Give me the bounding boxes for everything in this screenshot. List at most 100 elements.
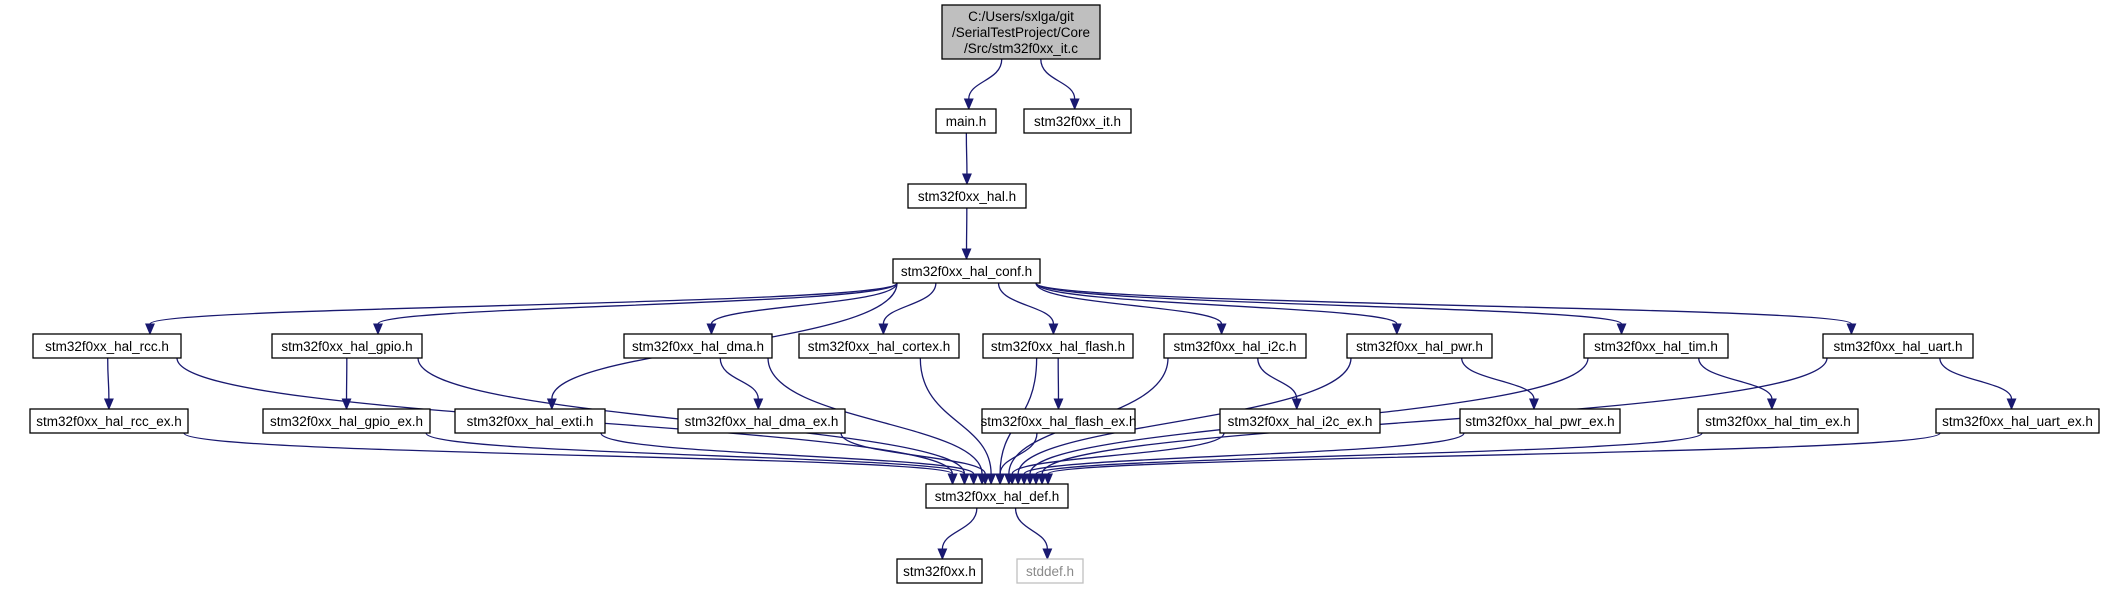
edge-conf_h-to-rcc_h <box>145 282 898 336</box>
edge-rcc_ex_h-to-def_h <box>183 432 958 486</box>
edge-uart_ex_h-to-def_h <box>1043 432 1941 486</box>
arrow-head-icon <box>373 323 383 336</box>
edge-conf_h-to-tim_h <box>1035 282 1627 336</box>
node-uart_h[interactable]: stm32f0xx_hal_uart.h <box>1822 333 1974 359</box>
edge-pwr_h-to-def_h <box>1013 357 1352 486</box>
node-flash_h[interactable]: stm32f0xx_hal_flash.h <box>982 333 1134 359</box>
edge-flash_h-to-flash_ex_h <box>1053 357 1064 411</box>
edge-line <box>377 282 898 325</box>
node-tim_ex_h[interactable]: stm32f0xx_hal_tim_ex.h <box>1697 408 1859 434</box>
node-dma_h[interactable]: stm32f0xx_hal_dma.h <box>623 333 773 359</box>
node-tim_h[interactable]: stm32f0xx_hal_tim.h <box>1583 333 1729 359</box>
arrow-head-icon <box>986 473 997 486</box>
node-gpio_ex_h[interactable]: stm32f0xx_hal_gpio_ex.h <box>262 408 431 434</box>
arrow-head-icon <box>1846 323 1857 336</box>
edge-line <box>1035 282 1853 325</box>
edge-line <box>1047 432 1941 475</box>
edge-line <box>600 432 975 475</box>
edge-line <box>919 357 992 475</box>
arrow-head-icon <box>1024 473 1035 486</box>
arrow-head-icon <box>1291 398 1302 411</box>
node-label: /Src/stm32f0xx_it.c <box>964 41 1078 56</box>
node-label: stm32f0xx_hal_cortex.h <box>808 339 951 354</box>
node-main_h[interactable]: main.h <box>935 108 997 134</box>
node-exti_h[interactable]: stm32f0xx_hal_exti.h <box>454 408 606 434</box>
node-gpio_h[interactable]: stm32f0xx_hal_gpio.h <box>271 333 423 359</box>
arrow-head-icon <box>961 173 972 186</box>
arrow-head-icon <box>878 323 889 336</box>
node-cortex_h[interactable]: stm32f0xx_hal_cortex.h <box>798 333 960 359</box>
edge-gpio_h-to-gpio_ex_h <box>341 357 352 411</box>
node-conf_h[interactable]: stm32f0xx_hal_conf.h <box>892 258 1041 284</box>
arrow-head-icon <box>1616 323 1627 336</box>
edge-def_h-to-stddef_h <box>1014 507 1053 561</box>
arrow-head-icon <box>1053 398 1064 411</box>
arrow-head-icon <box>1043 473 1053 486</box>
node-box <box>262 408 431 434</box>
edge-line <box>107 357 110 400</box>
node-rcc_ex_h[interactable]: stm32f0xx_hal_rcc_ex.h <box>29 408 189 434</box>
edge-dma_h-to-dma_ex_h <box>719 357 764 411</box>
node-box <box>1459 408 1621 434</box>
node-root[interactable]: C:/Users/sxlga/git/SerialTestProject/Cor… <box>941 4 1101 60</box>
edge-line <box>1017 357 1352 475</box>
edge-line <box>882 282 937 325</box>
edge-conf_h-to-dma_h <box>706 282 898 336</box>
edge-line <box>1035 432 1703 475</box>
edge-i2c_h-to-i2c_ex_h <box>1257 357 1302 411</box>
edge-line <box>965 132 968 175</box>
edge-flash_ex_h-to-def_h <box>995 432 1038 486</box>
edge-line <box>425 432 966 475</box>
node-box <box>1346 333 1493 359</box>
edge-line <box>1011 432 1225 475</box>
edge-conf_h-to-cortex_h <box>878 282 937 336</box>
node-stddef_h[interactable]: stddef.h <box>1016 558 1084 584</box>
node-it_h[interactable]: stm32f0xx_it.h <box>1023 108 1132 134</box>
node-label: /SerialTestProject/Core <box>952 25 1090 40</box>
arrow-head-icon <box>995 473 1006 486</box>
node-dma_ex_h[interactable]: stm32f0xx_hal_dma_ex.h <box>677 408 846 434</box>
edge-uart_h-to-uart_ex_h <box>1939 357 2017 411</box>
edge-rcc_h-to-rcc_ex_h <box>103 357 114 411</box>
node-label: stm32f0xx_hal_rcc_ex.h <box>36 414 182 429</box>
node-flash_ex_h[interactable]: stm32f0xx_hal_flash_ex.h <box>980 408 1137 434</box>
node-hal_h[interactable]: stm32f0xx_hal.h <box>907 183 1027 209</box>
arrow-head-icon <box>1069 98 1080 111</box>
edge-line <box>1040 58 1076 100</box>
edge-conf_h-to-pwr_h <box>1035 282 1402 336</box>
node-box <box>677 408 846 434</box>
node-box <box>1697 408 1859 434</box>
arrow-head-icon <box>1216 323 1227 336</box>
node-box <box>454 408 606 434</box>
arrow-head-icon <box>1391 323 1402 336</box>
edge-gpio_ex_h-to-def_h <box>425 432 970 486</box>
node-i2c_ex_h[interactable]: stm32f0xx_hal_i2c_ex.h <box>1219 408 1381 434</box>
node-rcc_h[interactable]: stm32f0xx_hal_rcc.h <box>32 333 182 359</box>
node-box <box>907 183 1027 209</box>
node-label: stm32f0xx.h <box>903 564 976 579</box>
node-box <box>1583 333 1729 359</box>
node-label: stm32f0xx_it.h <box>1034 114 1121 129</box>
arrow-head-icon <box>980 473 991 486</box>
node-uart_ex_h[interactable]: stm32f0xx_hal_uart_ex.h <box>1935 408 2100 434</box>
node-label: main.h <box>946 114 987 129</box>
node-label: stm32f0xx_hal_def.h <box>935 489 1060 504</box>
edge-main_h-to-hal_h <box>961 132 972 186</box>
edge-dma_ex_h-to-def_h <box>840 432 991 486</box>
edge-line <box>149 282 898 325</box>
node-def_h[interactable]: stm32f0xx_hal_def.h <box>925 483 1069 509</box>
node-pwr_ex_h[interactable]: stm32f0xx_hal_pwr_ex.h <box>1459 408 1621 434</box>
edge-line <box>997 282 1055 325</box>
node-box <box>798 333 960 359</box>
node-f0xx_h[interactable]: stm32f0xx.h <box>896 558 983 584</box>
node-box <box>925 483 1069 509</box>
edge-hal_h-to-conf_h <box>961 207 972 261</box>
node-label: C:/Users/sxlga/git <box>968 9 1074 24</box>
edge-line <box>767 357 983 475</box>
node-pwr_h[interactable]: stm32f0xx_hal_pwr.h <box>1346 333 1493 359</box>
node-label: stm32f0xx_hal_exti.h <box>467 414 594 429</box>
node-i2c_h[interactable]: stm32f0xx_hal_i2c.h <box>1163 333 1307 359</box>
node-label: stm32f0xx_hal_i2c.h <box>1173 339 1296 354</box>
node-box <box>1935 408 2100 434</box>
